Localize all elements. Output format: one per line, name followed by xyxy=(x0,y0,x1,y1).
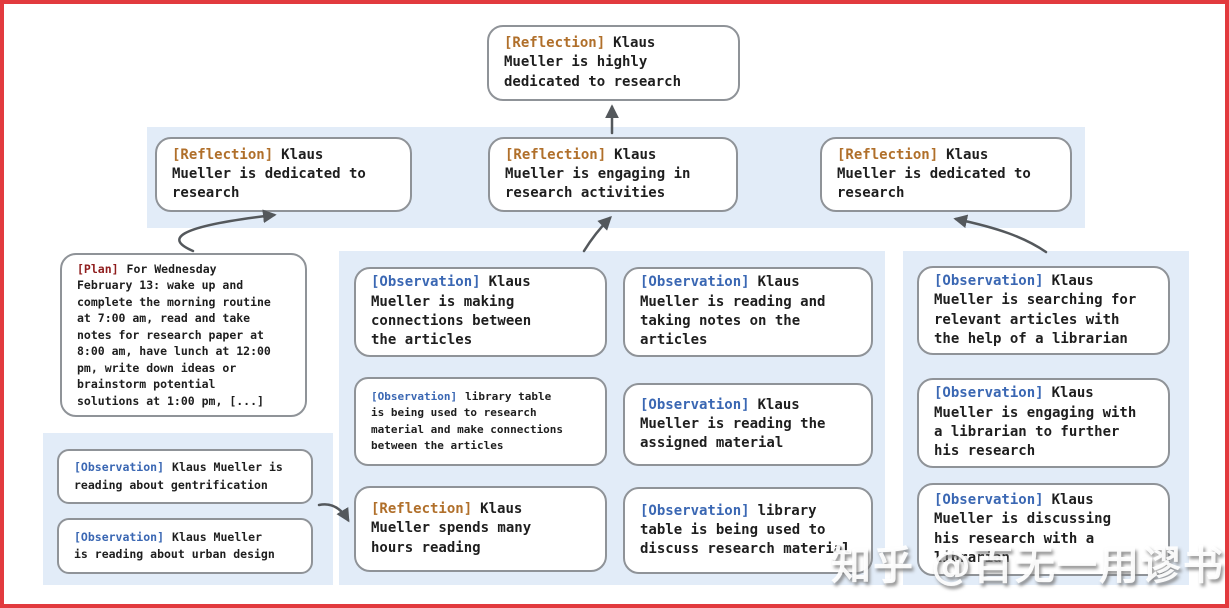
node-text: Klaus Mueller spends many hours reading xyxy=(371,501,532,556)
node-reflection-left: [Reflection]Klaus Mueller is dedicated t… xyxy=(155,137,412,212)
observation-tag: [Observation] xyxy=(74,529,165,544)
node-text: For Wednesday February 13: wake up and c… xyxy=(77,262,271,408)
node-observation-library-table-discuss: [Observation]library table is being used… xyxy=(623,487,873,574)
node-reflection-middle: [Reflection]Klaus Mueller is engaging in… xyxy=(488,137,738,212)
node-reflection-root: [Reflection]Klaus Mueller is highly dedi… xyxy=(487,25,740,101)
node-text: Klaus Mueller is reading the assigned ma… xyxy=(640,396,826,452)
node-plan: [Plan]For Wednesday February 13: wake up… xyxy=(60,253,307,417)
observation-tag: [Observation] xyxy=(934,385,1044,402)
observation-tag: [Observation] xyxy=(74,460,165,475)
node-reflection-hours-reading: [Reflection]Klaus Mueller spends many ho… xyxy=(354,486,607,572)
node-observation-library-table-research: [Observation]library table is being used… xyxy=(354,377,607,466)
node-observation-taking-notes: [Observation]Klaus Mueller is reading an… xyxy=(623,267,873,357)
reflection-tag: [Reflection] xyxy=(837,146,939,163)
node-observation-making-connections: [Observation]Klaus Mueller is making con… xyxy=(354,267,607,357)
reflection-tag: [Reflection] xyxy=(371,501,473,518)
observation-tag: [Observation] xyxy=(934,491,1044,508)
reflection-tag: [Reflection] xyxy=(172,146,274,163)
node-text: library table is being used to research … xyxy=(371,389,564,453)
node-text: Klaus Mueller is reading about urban des… xyxy=(74,529,275,561)
node-text: Klaus Mueller is engaging with a librari… xyxy=(934,385,1137,460)
node-text: Klaus Mueller is reading and taking note… xyxy=(640,274,826,349)
observation-tag: [Observation] xyxy=(640,396,750,413)
node-text: Klaus Mueller is searching for relevant … xyxy=(934,272,1137,347)
observation-tag: [Observation] xyxy=(640,274,750,291)
node-text: Klaus Mueller is discussing his research… xyxy=(934,491,1112,566)
node-observation-urban-design: [Observation]Klaus Mueller is reading ab… xyxy=(57,518,313,574)
observation-tag: [Observation] xyxy=(640,502,750,519)
node-text: Klaus Mueller is reading about gentrific… xyxy=(74,460,283,492)
observation-tag: [Observation] xyxy=(371,274,481,291)
node-text: Klaus Mueller is highly dedicated to res… xyxy=(504,35,682,90)
node-text: library table is being used to discuss r… xyxy=(640,502,851,558)
node-observation-discussing-research: [Observation]Klaus Mueller is discussing… xyxy=(917,483,1170,576)
node-text: Klaus Mueller is dedicated to research xyxy=(837,146,1031,202)
observation-tag: [Observation] xyxy=(371,389,458,403)
node-text: Klaus Mueller is engaging in research ac… xyxy=(505,146,691,202)
node-observation-assigned-material: [Observation]Klaus Mueller is reading th… xyxy=(623,383,873,466)
node-text: Klaus Mueller is making connections betw… xyxy=(371,274,532,349)
node-reflection-right: [Reflection]Klaus Mueller is dedicated t… xyxy=(820,137,1072,212)
reflection-tag: [Reflection] xyxy=(505,146,607,163)
observation-tag: [Observation] xyxy=(934,272,1044,289)
node-observation-gentrification: [Observation]Klaus Mueller is reading ab… xyxy=(57,449,313,504)
node-text: Klaus Mueller is dedicated to research xyxy=(172,146,366,202)
reflection-tag: [Reflection] xyxy=(504,35,606,52)
zhihu-watermark: 知乎 @百无一用谬书生 xyxy=(831,543,1229,589)
plan-tag: [Plan] xyxy=(77,262,119,277)
node-observation-searching-articles: [Observation]Klaus Mueller is searching … xyxy=(917,266,1170,355)
node-observation-engaging-librarian: [Observation]Klaus Mueller is engaging w… xyxy=(917,378,1170,468)
